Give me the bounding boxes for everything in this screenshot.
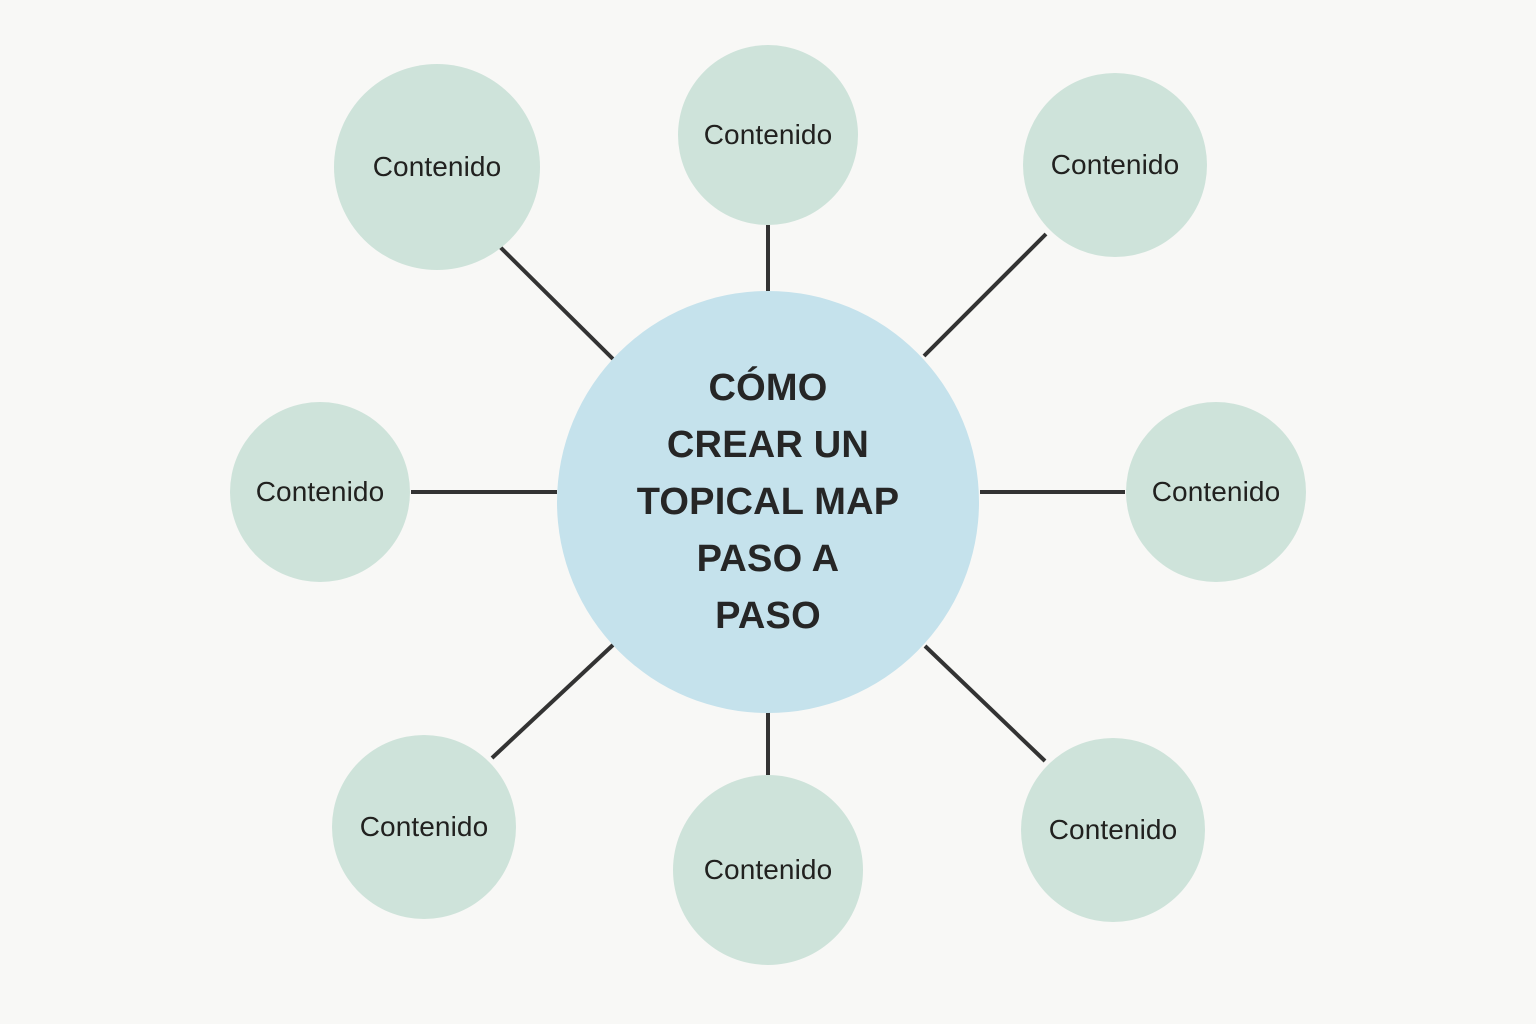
center-node[interactable]: CÓMO CREAR UN TOPICAL MAP PASO A PASO	[557, 291, 979, 713]
connector-group	[411, 225, 1125, 775]
connector-line-top-right	[922, 232, 1048, 358]
satellite-node-label-top: Contenido	[703, 119, 833, 150]
satellite-node-top-right[interactable]: Contenido	[1023, 73, 1207, 257]
satellite-node-label-right: Contenido	[1151, 476, 1281, 507]
satellite-node-top[interactable]: Contenido	[678, 45, 858, 225]
satellite-node-label-left: Contenido	[255, 476, 385, 507]
satellite-node-label-bottom-left: Contenido	[359, 811, 489, 842]
satellite-node-right[interactable]: Contenido	[1126, 402, 1306, 582]
satellite-node-label-top-right: Contenido	[1050, 149, 1180, 180]
satellite-node-left[interactable]: Contenido	[230, 402, 410, 582]
satellite-node-label-bottom-right: Contenido	[1048, 814, 1178, 845]
center-node-label: CÓMO CREAR UN TOPICAL MAP PASO A PASO	[636, 366, 900, 637]
satellite-node-bottom[interactable]: Contenido	[673, 775, 863, 965]
satellite-node-label-top-left: Contenido	[372, 151, 502, 182]
satellite-node-label-bottom: Contenido	[703, 854, 833, 885]
satellite-node-bottom-left[interactable]: Contenido	[332, 735, 516, 919]
satellite-node-bottom-right[interactable]: Contenido	[1021, 738, 1205, 922]
satellite-node-top-left[interactable]: Contenido	[334, 64, 540, 270]
connector-line-bottom-right	[923, 644, 1047, 763]
connector-line-bottom-left	[490, 642, 616, 760]
connector-line-top-left	[487, 234, 615, 361]
